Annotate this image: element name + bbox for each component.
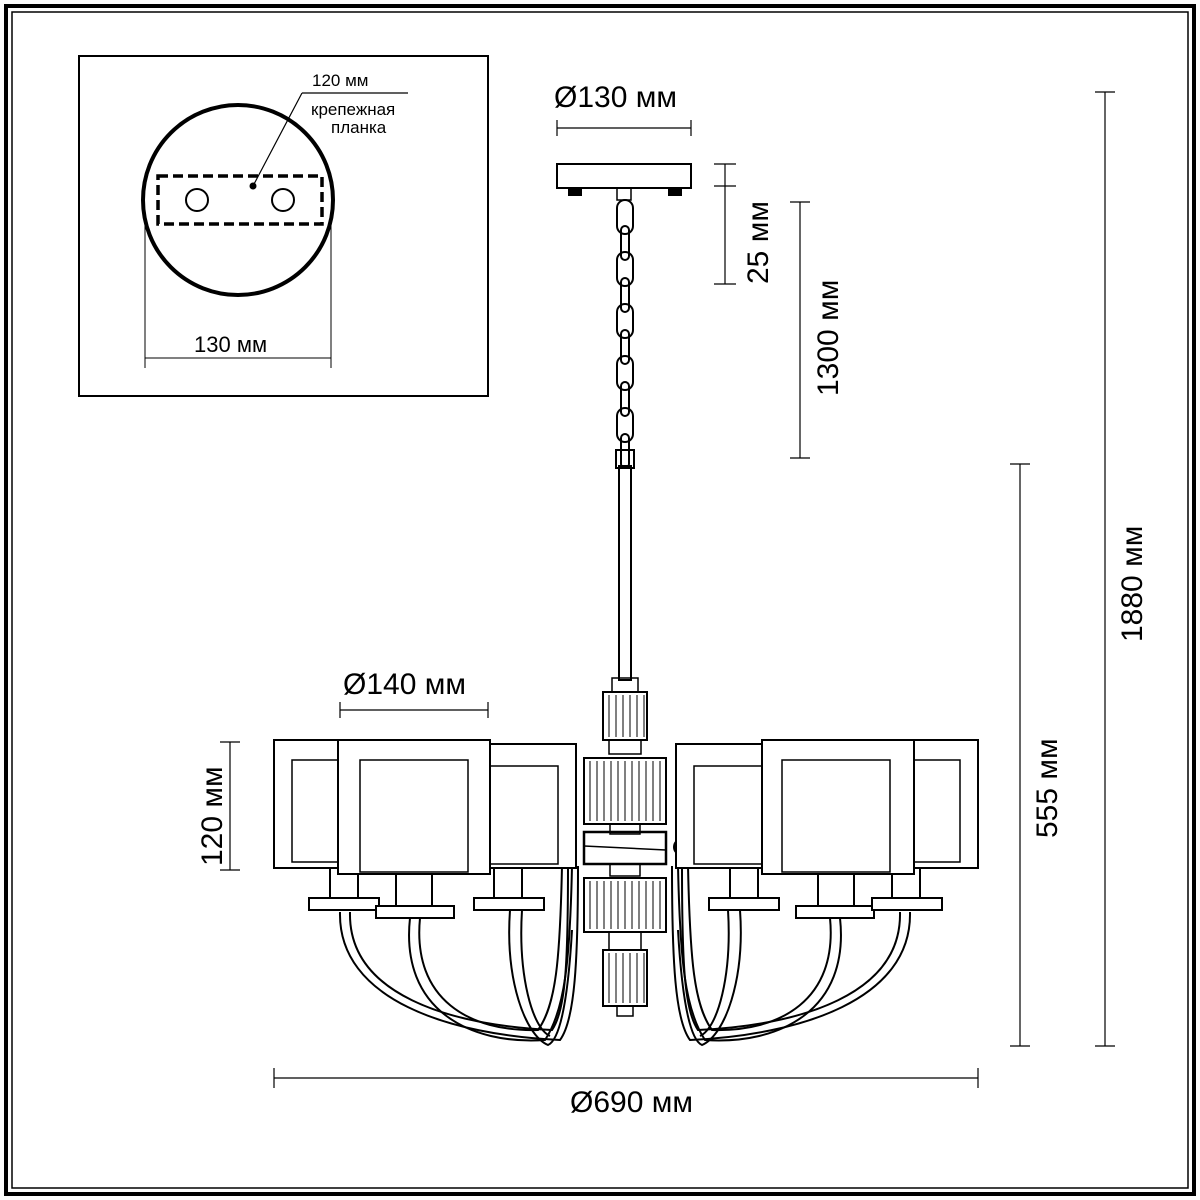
- shades: [273, 739, 979, 875]
- canopy: [556, 163, 692, 201]
- total-height-label: 1880 мм: [1116, 526, 1149, 642]
- shade-diameter-label: Ø140 мм: [343, 668, 466, 701]
- dimension-lines: [220, 91, 1115, 1088]
- chain-end: [615, 449, 635, 469]
- chain-link: [616, 303, 634, 339]
- chain-link: [616, 199, 634, 235]
- inset-width-label: 130 мм: [194, 332, 267, 357]
- chain-length-label: 1300 мм: [812, 280, 845, 396]
- cups: [308, 865, 943, 919]
- canopy-height-label: 25 мм: [742, 201, 775, 284]
- chain-link: [616, 355, 634, 391]
- shade-front-right: [761, 739, 915, 875]
- outer-frame: [4, 4, 1196, 1196]
- canopy-diameter-label: Ø130 мм: [554, 81, 677, 114]
- shade-front-left: [337, 739, 491, 875]
- chain-link: [616, 407, 634, 443]
- down-rod: [611, 465, 639, 693]
- plate-label-line1: крепежная: [311, 100, 395, 119]
- overall-diameter-label: Ø690 мм: [570, 1086, 693, 1119]
- chain: [615, 199, 635, 469]
- chain-link: [620, 381, 630, 417]
- chain-link: [616, 251, 634, 287]
- mounting-plate-inset: 120 мм крепежная планка 130 мм: [78, 55, 489, 397]
- shade-height-label: 120 мм: [196, 766, 229, 866]
- chain-link: [620, 277, 630, 313]
- chain-link: [620, 225, 630, 261]
- plate-label-line2: планка: [331, 118, 387, 137]
- chain-link: [620, 329, 630, 365]
- body-height-label: 555 мм: [1031, 738, 1064, 838]
- arms: [338, 865, 912, 1047]
- mounting-bar: [156, 174, 324, 226]
- central-column: [559, 691, 691, 1017]
- inset-top-label: 120 мм: [312, 71, 368, 90]
